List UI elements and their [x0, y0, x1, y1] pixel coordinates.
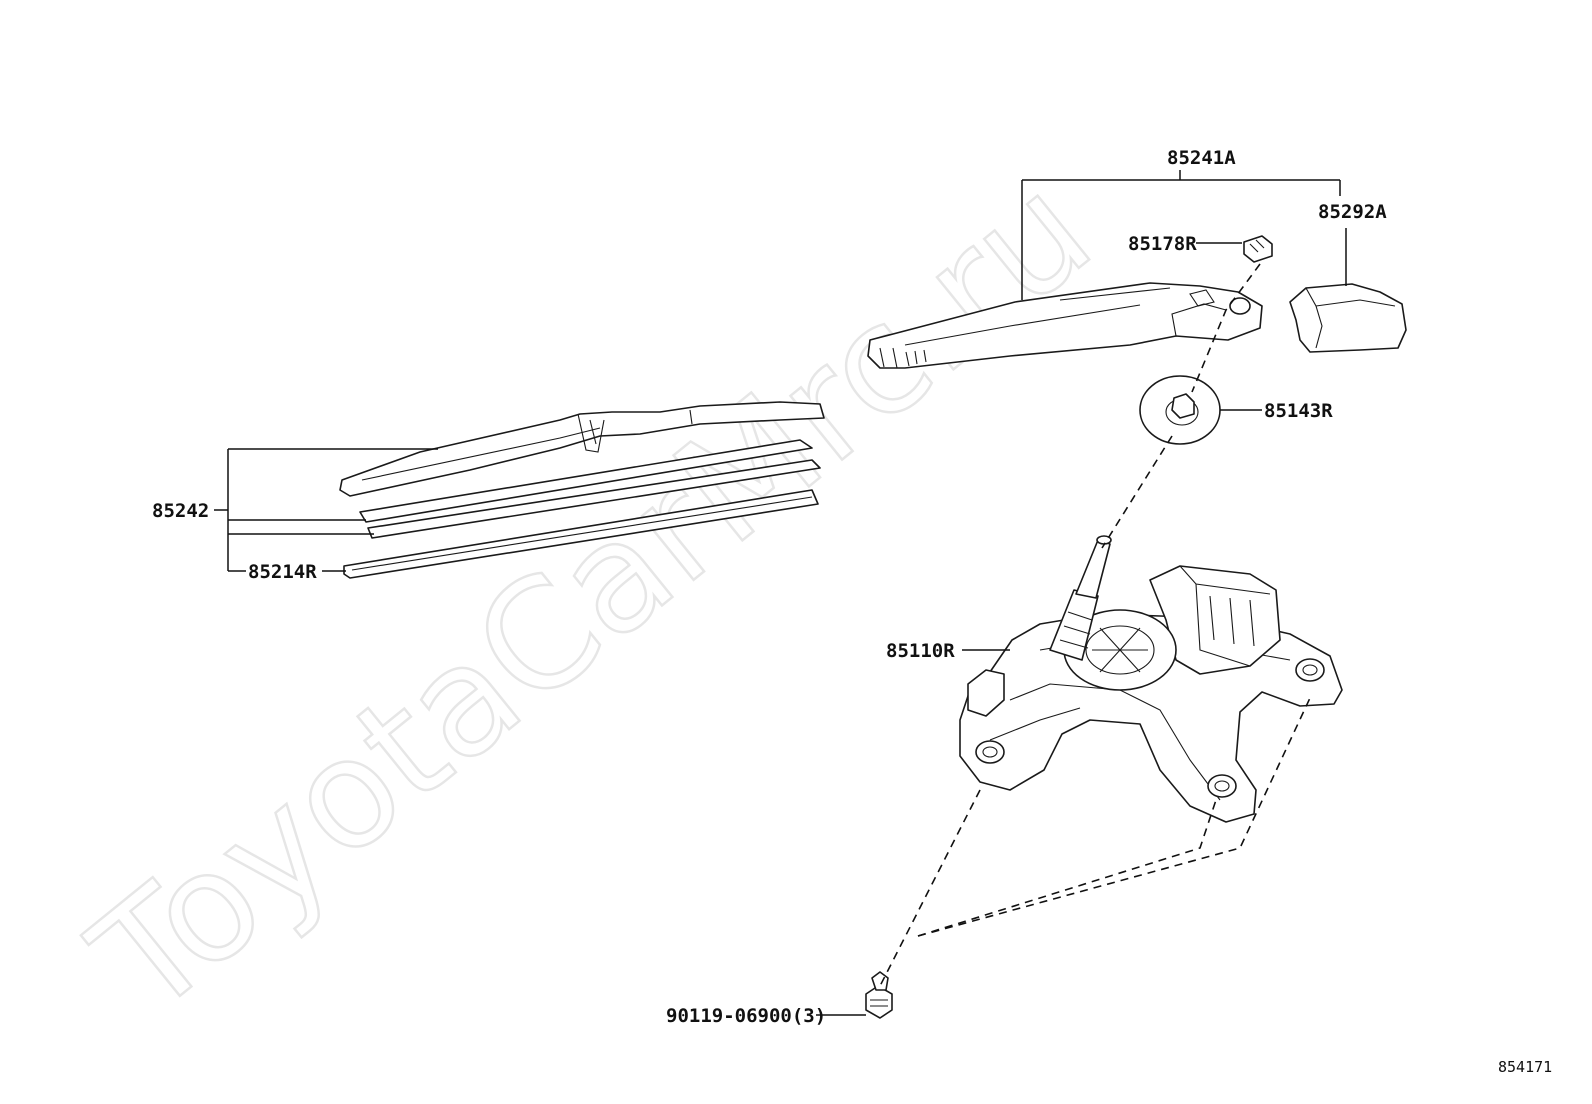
leader-lines: [214, 170, 1347, 1016]
assembly-dash-lines: [879, 263, 1311, 987]
label-pivot-cap: 85143R: [1264, 400, 1333, 422]
blade-rubber[interactable]: [343, 489, 819, 579]
blade-strip-1[interactable]: [359, 439, 813, 523]
wiper-motor[interactable]: [959, 535, 1343, 823]
nut[interactable]: [1243, 235, 1273, 263]
bolt[interactable]: [865, 971, 893, 1019]
label-bolt: 90119-06900(3): [666, 1005, 826, 1027]
label-wiper-motor: 85110R: [886, 640, 955, 662]
label-arm-head-cover: 85292A: [1318, 201, 1387, 223]
pivot-cap[interactable]: [1139, 375, 1221, 445]
label-wiper-arm-assembly: 85241A: [1167, 147, 1236, 169]
label-wiper-blade-assembly: 85242: [152, 500, 209, 522]
wiper-arm[interactable]: [867, 282, 1263, 369]
diagram-reference-code: 854171: [1498, 1058, 1552, 1076]
label-blade-rubber: 85214R: [248, 561, 317, 583]
arm-head-cover[interactable]: [1289, 283, 1407, 353]
label-nut: 85178R: [1128, 233, 1197, 255]
watermark: ToyotaCarMrc.ru: [62, 144, 1122, 1049]
